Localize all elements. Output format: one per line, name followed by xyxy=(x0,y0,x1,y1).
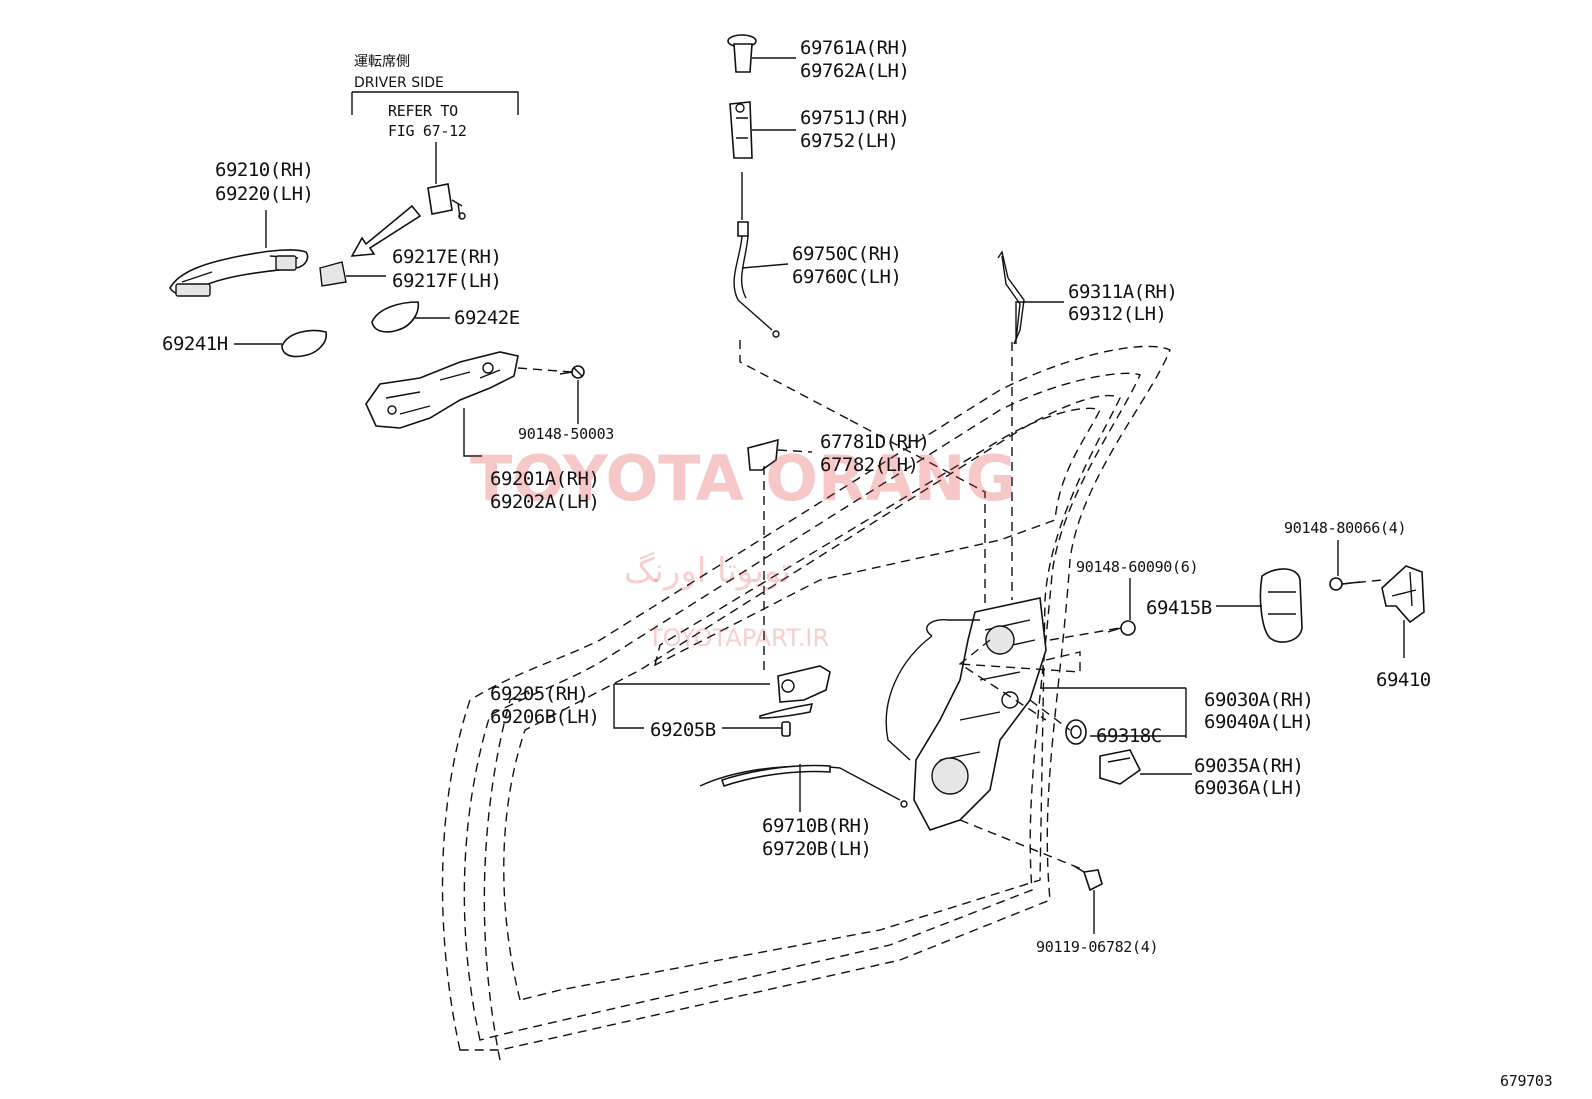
screw-icon xyxy=(1107,620,1136,636)
lock-cable-icon xyxy=(733,172,780,338)
bolt-icon xyxy=(1073,865,1103,892)
label-69311A: 69311A(RH) xyxy=(1068,281,1177,303)
label-69040A: 69040A(LH) xyxy=(1204,711,1313,733)
label-69217F: 69217F(LH) xyxy=(392,270,501,292)
driver-side-note-en: DRIVER SIDE xyxy=(354,75,444,91)
lock-cover-icon xyxy=(1099,749,1142,785)
door-striker-icon xyxy=(1381,565,1425,624)
watermark-persian: تویوتا اورنگ xyxy=(624,551,791,591)
door-frame-outline xyxy=(441,345,1171,1061)
label-69751J: 69751J(RH) xyxy=(800,107,909,129)
label-67781D: 67781D(RH) xyxy=(820,431,929,453)
label-69312: 69312(LH) xyxy=(1068,303,1166,325)
label-69752: 69752(LH) xyxy=(800,130,898,152)
label-69720B: 69720B(LH) xyxy=(762,838,871,860)
inside-handle-cable-icon xyxy=(699,764,908,808)
part-labels: 運転席側 DRIVER SIDE REFER TO FIG 67-12 6921… xyxy=(162,37,1553,1090)
label-90119-06782: 90119-06782(4) xyxy=(1036,938,1158,956)
watermark: TOYOTA ORANG تویوتا اورنگ TOYOTAPART.IR xyxy=(470,442,1016,652)
handle-pad-icon xyxy=(371,301,420,333)
watermark-brand: TOYOTA ORANG xyxy=(470,442,1016,515)
label-69415B: 69415B xyxy=(1146,597,1212,619)
knob-rod-icon xyxy=(729,101,753,159)
label-69410: 69410 xyxy=(1376,669,1431,691)
driver-side-note-jp: 運転席側 xyxy=(354,54,410,70)
plug-icon xyxy=(781,721,791,737)
cylinder-cap-icon xyxy=(319,261,347,287)
label-69210: 69210(RH) xyxy=(215,159,313,181)
label-69202A: 69202A(LH) xyxy=(490,491,599,513)
handle-frame-icon xyxy=(365,351,519,429)
cable-protector-icon xyxy=(747,438,779,471)
label-69206B: 69206B(LH) xyxy=(490,706,599,728)
handle-seal-icon xyxy=(281,329,327,358)
label-90148-80066: 90148-80066(4) xyxy=(1284,519,1406,537)
label-69241H: 69241H xyxy=(162,333,228,355)
refer-note-line2: FIG 67-12 xyxy=(388,122,467,140)
label-69760C: 69760C(LH) xyxy=(792,266,901,288)
label-69205B: 69205B xyxy=(650,719,716,741)
label-69035A: 69035A(RH) xyxy=(1194,755,1303,777)
label-69710B: 69710B(RH) xyxy=(762,815,871,837)
key-cylinder-icon xyxy=(427,183,466,220)
label-69030A: 69030A(RH) xyxy=(1204,689,1313,711)
outside-handle-icon xyxy=(169,249,309,297)
door-lock-assembly-icon xyxy=(885,597,1047,831)
label-90148-60090: 90148-60090(6) xyxy=(1076,558,1198,576)
figure-number: 679703 xyxy=(1500,1072,1552,1090)
lock-knob-icon xyxy=(727,34,757,73)
label-69318C: 69318C xyxy=(1096,725,1162,747)
watermark-site: TOYOTAPART.IR xyxy=(647,624,829,652)
label-69762A: 69762A(LH) xyxy=(800,60,909,82)
label-69750C: 69750C(RH) xyxy=(792,243,901,265)
arrow-icon xyxy=(350,204,422,257)
label-69761A: 69761A(RH) xyxy=(800,37,909,59)
label-69217E: 69217E(RH) xyxy=(392,246,501,268)
grommet-icon xyxy=(1065,719,1087,745)
refer-note-line1: REFER TO xyxy=(388,102,458,120)
inside-handle-icon xyxy=(759,665,831,719)
label-69036A: 69036A(LH) xyxy=(1194,777,1303,799)
label-90148-50003: 90148-50003 xyxy=(518,425,614,443)
label-69220: 69220(LH) xyxy=(215,183,313,205)
leader-lines xyxy=(234,57,1405,934)
label-67782: 67782(LH) xyxy=(820,454,918,476)
link-rod-icon xyxy=(997,250,1025,345)
label-69205: 69205(RH) xyxy=(490,683,588,705)
label-69242E: 69242E xyxy=(454,307,520,329)
label-69201A: 69201A(RH) xyxy=(490,468,599,490)
striker-cover-icon xyxy=(1259,568,1303,643)
screw-icon xyxy=(559,365,585,379)
